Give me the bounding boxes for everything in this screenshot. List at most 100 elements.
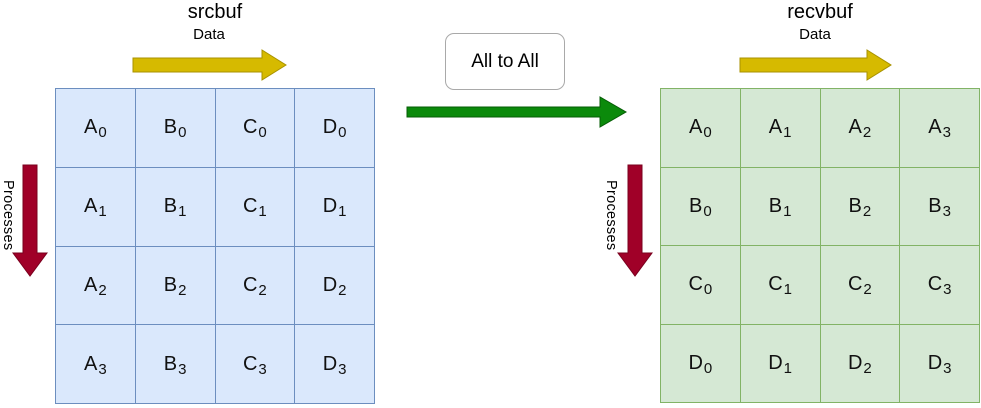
cell-subscript: 3 bbox=[942, 202, 951, 220]
cell-subscript: 2 bbox=[338, 281, 347, 299]
src-data-arrow-label: Data bbox=[193, 26, 225, 43]
cell-subscript: 2 bbox=[863, 281, 872, 299]
cell-subscript: 0 bbox=[703, 202, 712, 220]
cell-subscript: 1 bbox=[98, 203, 107, 221]
src-processes-arrow-icon bbox=[12, 164, 48, 277]
cell-base: D bbox=[322, 273, 338, 296]
cell-base: C bbox=[847, 273, 863, 296]
cell-base: C bbox=[242, 273, 258, 296]
cell-subscript: 3 bbox=[178, 360, 187, 378]
recv-processes-arrow-label: Processes bbox=[603, 179, 619, 251]
cell-subscript: 3 bbox=[942, 124, 951, 142]
recv-processes-arrow-icon bbox=[617, 164, 653, 277]
cell-subscript: 0 bbox=[258, 124, 267, 142]
cell-base: B bbox=[768, 194, 783, 217]
cell-base: C bbox=[242, 116, 258, 139]
cell-base: A bbox=[84, 273, 98, 296]
cell-subscript: 0 bbox=[703, 281, 713, 299]
cell-base: D bbox=[322, 116, 338, 139]
cell-base: C bbox=[768, 273, 783, 296]
recvbuf-title: recvbuf bbox=[787, 1, 853, 23]
cell-base: A bbox=[84, 116, 98, 139]
cell-subscript: 1 bbox=[783, 124, 792, 142]
cell-base: B bbox=[928, 194, 942, 217]
cell-base: D bbox=[847, 351, 863, 374]
cell-subscript: 1 bbox=[783, 359, 793, 377]
recv-data-arrow-label: Data bbox=[799, 26, 831, 43]
cell-subscript: 1 bbox=[258, 203, 267, 221]
cell-base: A bbox=[84, 352, 98, 375]
src-data-arrow-icon bbox=[132, 49, 287, 81]
all-to-all-label: All to All bbox=[471, 50, 539, 72]
cell-base: A bbox=[928, 116, 942, 139]
all-to-all-label-box: All to All bbox=[445, 33, 565, 90]
cell-base: C bbox=[242, 352, 258, 375]
cell-subscript: 2 bbox=[178, 281, 187, 299]
cell-subscript: 2 bbox=[863, 359, 872, 377]
cell-subscript: 3 bbox=[338, 360, 347, 378]
cell-subscript: 0 bbox=[703, 359, 713, 377]
cell-subscript: 3 bbox=[258, 360, 267, 378]
cell-base: A bbox=[768, 116, 783, 139]
cell-subscript: 2 bbox=[862, 124, 872, 142]
cell-base: D bbox=[768, 351, 783, 374]
cell-base: C bbox=[688, 273, 703, 296]
cell-subscript: 1 bbox=[783, 281, 793, 299]
cell-base: B bbox=[163, 116, 178, 139]
cell-base: B bbox=[163, 352, 178, 375]
cell-base: B bbox=[689, 194, 703, 217]
cell-subscript: 3 bbox=[943, 281, 952, 299]
cell-base: A bbox=[84, 195, 98, 218]
cell-base: B bbox=[848, 194, 862, 217]
cell-subscript: 2 bbox=[258, 281, 267, 299]
recv-data-arrow-icon bbox=[739, 49, 892, 81]
src-processes-arrow-label: Processes bbox=[0, 179, 16, 251]
cell-base: D bbox=[322, 352, 338, 375]
all-to-all-arrow-icon bbox=[406, 96, 628, 128]
cell-subscript: 1 bbox=[338, 203, 347, 221]
cell-subscript: 3 bbox=[943, 359, 952, 377]
cell-base: C bbox=[927, 273, 943, 296]
cell-subscript: 3 bbox=[98, 360, 107, 378]
cell-base: D bbox=[927, 351, 943, 374]
cell-base: D bbox=[322, 195, 338, 218]
cell-base: A bbox=[848, 116, 862, 139]
cell-base: B bbox=[163, 273, 178, 296]
cell-base: D bbox=[688, 351, 703, 374]
cell-subscript: 2 bbox=[98, 281, 107, 299]
cell-subscript: 0 bbox=[178, 124, 187, 142]
